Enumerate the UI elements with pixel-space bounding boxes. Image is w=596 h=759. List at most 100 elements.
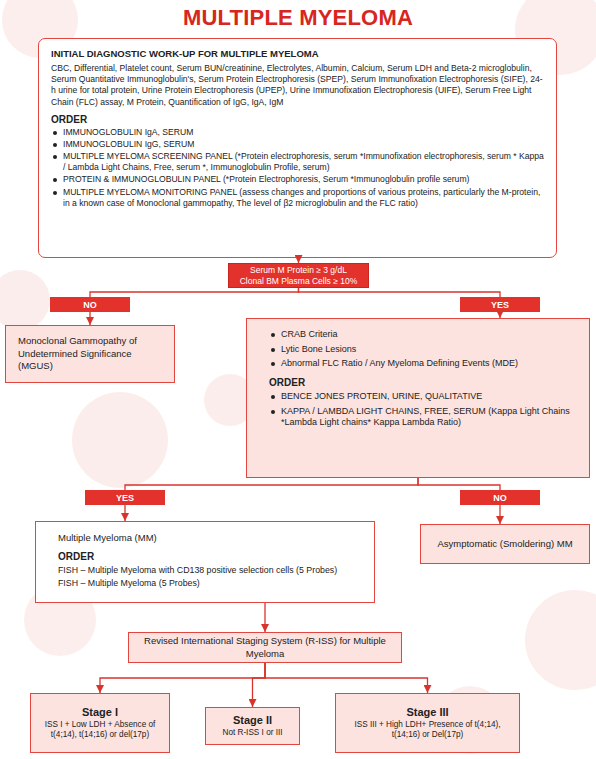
text-row: Stage I	[82, 706, 118, 718]
bullet-item: IMMUNOGLOBULIN IgG, SERUM	[51, 139, 544, 150]
heading-text: Stage I	[82, 706, 118, 718]
text-row: Stage III	[406, 706, 448, 718]
text-row: Revised International Staging System (R-…	[137, 635, 393, 660]
stage-box: Stage II Not R-ISS I or III	[205, 707, 300, 745]
heading-text: ORDER	[269, 377, 305, 388]
criteria-box: Serum M Protein ≥ 3 g/dL Clonal BM Plasm…	[228, 263, 369, 288]
flow-connector	[265, 663, 428, 693]
heading-text: Stage II	[233, 714, 272, 726]
body-text: ISS III + High LDH+ Presence of t(4;14),…	[354, 720, 500, 739]
body-text: CRAB Criteria	[281, 329, 338, 339]
answer-tag: YES	[85, 490, 165, 505]
bullet-dot	[53, 191, 57, 195]
body-text: FISH – Multiple Myeloma with CD138 posit…	[58, 565, 337, 575]
text-row: Serum M Protein ≥ 3 g/dL Clonal BM Plasm…	[239, 265, 358, 286]
body-text: Not R-ISS I or III	[222, 728, 282, 737]
body-text: PROTEIN & IMMUNOGLOBULIN PANEL (*Protein…	[63, 174, 469, 184]
body-text: IMMUNOGLOBULIN IgG, SERUM	[63, 139, 194, 149]
answer-tag: NO	[50, 297, 130, 312]
bullet-dot	[53, 155, 57, 159]
answer-tag: YES	[460, 297, 540, 312]
bullet-dot	[271, 362, 275, 366]
body-text: KAPPA / LAMBDA LIGHT CHAINS, FREE, SERUM…	[281, 406, 570, 428]
bullet-dot	[53, 131, 57, 135]
flow-connector	[90, 288, 299, 297]
text-row: Monoclonal Gammopathy of Undetermined Si…	[18, 335, 162, 372]
body-text: Multiple Myeloma (MM)	[58, 532, 157, 543]
blood-cell	[525, 590, 596, 690]
bullet-dot	[53, 143, 57, 147]
bullet-item: Abnormal FLC Ratio / Any Myeloma Definin…	[269, 358, 575, 370]
text-row: INITIAL DIAGNOSTIC WORK-UP FOR MULTIPLE …	[51, 48, 544, 59]
heading-text: ORDER	[58, 551, 94, 562]
bullet-dot	[271, 395, 275, 399]
text-row: ORDER	[58, 550, 360, 563]
answer-tag: NO	[460, 490, 540, 505]
text-row: CBC, Differential, Platelet count, Serum…	[51, 63, 544, 108]
body-text: Abnormal FLC Ratio / Any Myeloma Definin…	[281, 358, 518, 368]
bullet-dot	[271, 410, 275, 414]
flow-connector	[299, 288, 501, 297]
text-row: Not R-ISS I or III	[222, 728, 282, 738]
text-row: YES	[491, 300, 509, 310]
body-text: Lytic Bone Lesions	[281, 344, 356, 354]
bullet-dot	[53, 178, 57, 182]
bullet-item: Lytic Bone Lesions	[269, 344, 575, 356]
stage-box: Stage III ISS III + High LDH+ Presence of…	[335, 693, 520, 753]
bullet-item: PROTEIN & IMMUNOGLOBULIN PANEL (*Protein…	[51, 174, 544, 185]
blood-cell	[72, 392, 168, 488]
bullet-item: MULTIPLE MYELOMA MONITORING PANEL (asses…	[51, 187, 544, 209]
body-text: Asymptomatic (Smoldering) MM	[437, 538, 572, 549]
body-text: MULTIPLE MYELOMA SCREENING PANEL (*Prote…	[63, 151, 544, 172]
body-text: ISS I + Low LDH + Absence of t(4;14), t(…	[45, 720, 156, 739]
text-row: FISH – Multiple Myeloma with CD138 posit…	[58, 565, 360, 576]
text-row: NO	[83, 300, 97, 310]
flow-connector	[125, 478, 418, 490]
text-row: Stage II	[233, 714, 272, 726]
result-box: Multiple Myeloma (MM) ORDER FISH – Multipl…	[35, 521, 375, 603]
flow-connector	[100, 663, 265, 693]
criteria-box: CRAB CriteriaLytic Bone LesionsAbnormal …	[246, 318, 590, 478]
text-row: YES	[116, 493, 134, 503]
body-text: YES	[491, 300, 509, 310]
bullet-item: IMMUNOGLOBULIN IgA, SERUM	[51, 127, 544, 138]
staging-box: Revised International Staging System (R-…	[128, 632, 402, 663]
body-text: Serum M Protein ≥ 3 g/dL Clonal BM Plasm…	[240, 265, 358, 285]
text-row: ISS I + Low LDH + Absence of t(4;14), t(…	[37, 720, 163, 741]
body-text: NO	[83, 300, 97, 310]
flow-connector	[124, 505, 125, 521]
bullet-dot	[271, 333, 275, 337]
text-row: ORDER	[269, 376, 575, 389]
body-text: Monoclonal Gammopathy of Undetermined Si…	[18, 335, 137, 371]
bullet-item: MULTIPLE MYELOMA SCREENING PANEL (*Prote…	[51, 151, 544, 173]
blood-cell	[0, 270, 50, 330]
result-box: Monoclonal Gammopathy of Undetermined Si…	[5, 325, 175, 383]
bullet-item: CRAB Criteria	[269, 329, 575, 341]
text-row: NO	[493, 493, 507, 503]
body-text: YES	[116, 493, 134, 503]
text-row: ISS III + High LDH+ Presence of t(4;14),…	[342, 720, 513, 741]
flow-connector	[264, 603, 265, 632]
heading-text: ORDER	[51, 114, 87, 125]
body-text: Revised International Staging System (R-…	[144, 635, 386, 658]
page-title: MULTIPLE MYELOMA	[0, 5, 596, 31]
text-row: FISH – Multiple Myeloma (5 Probes)	[58, 578, 360, 589]
body-text: CBC, Differential, Platelet count, Serum…	[51, 63, 543, 107]
body-text: FISH – Multiple Myeloma (5 Probes)	[58, 578, 200, 588]
flow-connector	[253, 663, 266, 707]
flow-connector	[89, 312, 90, 325]
bullet-item: KAPPA / LAMBDA LIGHT CHAINS, FREE, SERUM…	[269, 406, 575, 429]
heading-text: Stage III	[406, 706, 448, 718]
bullet-item: BENCE JONES PROTEIN, URINE, QUALITATIVE	[269, 391, 575, 403]
workup-box: INITIAL DIAGNOSTIC WORK-UP FOR MULTIPLE …	[38, 38, 557, 258]
result-box: Asymptomatic (Smoldering) MM	[420, 524, 590, 564]
body-text: BENCE JONES PROTEIN, URINE, QUALITATIVE	[281, 391, 482, 401]
text-row: Asymptomatic (Smoldering) MM	[437, 538, 572, 550]
flow-connector	[499, 505, 500, 524]
text-row: ORDER	[51, 114, 544, 125]
body-text: MULTIPLE MYELOMA MONITORING PANEL (asses…	[63, 187, 540, 208]
text-row: Multiple Myeloma (MM)	[58, 532, 360, 544]
